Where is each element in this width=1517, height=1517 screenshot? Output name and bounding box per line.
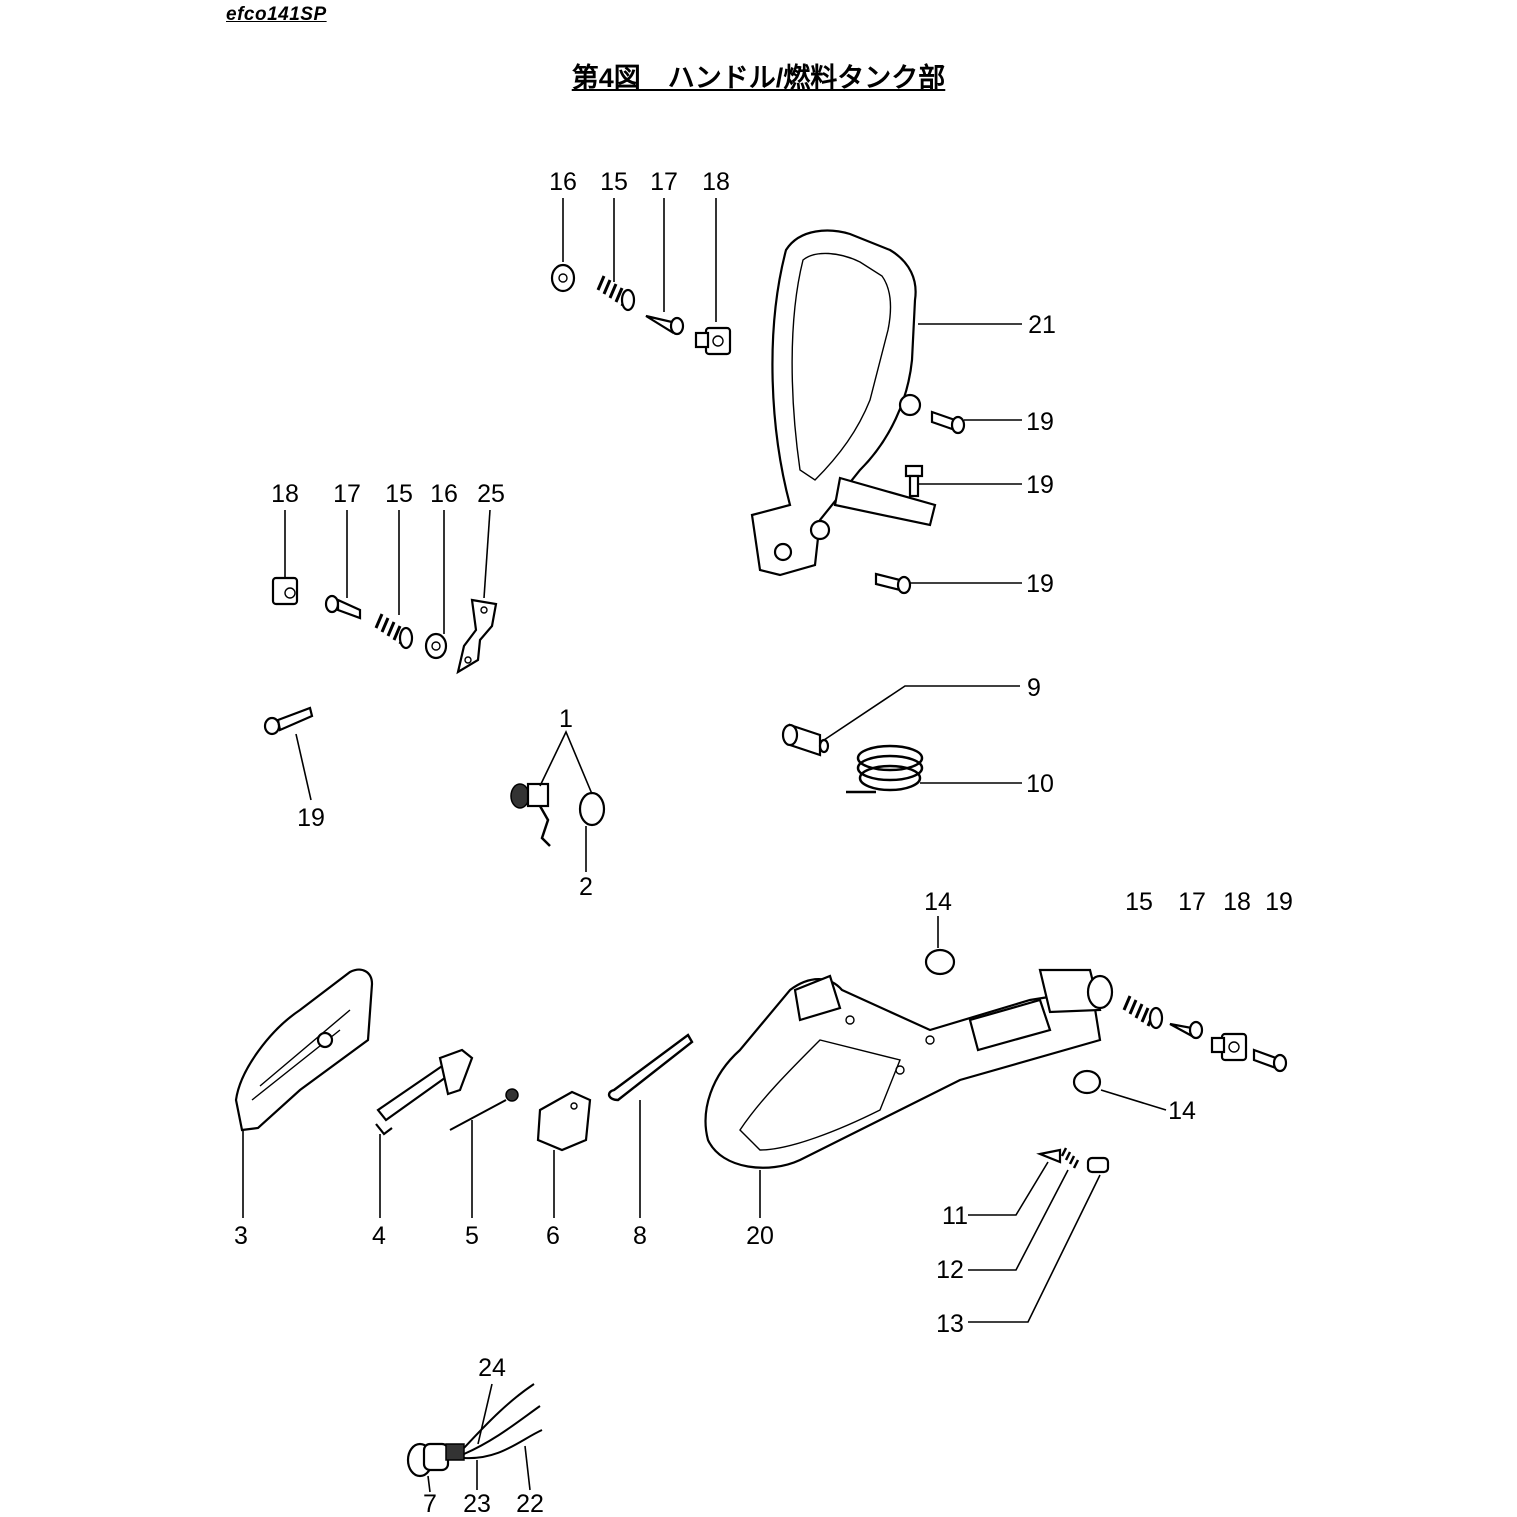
callout-5: 5 [465, 1222, 479, 1250]
callout-4: 4 [372, 1222, 386, 1250]
callout-20: 20 [746, 1222, 774, 1250]
model-label: efco141SP [226, 4, 327, 25]
callout-18-left: 18 [271, 480, 299, 508]
callout-15-left: 15 [385, 480, 413, 508]
callout-7: 7 [423, 1490, 437, 1517]
part-17-screw-right [1169, 1020, 1204, 1040]
part-10-spring [846, 744, 924, 794]
part-14-grommet-top [924, 948, 956, 976]
part-8-wire-spring [607, 1033, 694, 1102]
callout-11: 11 [942, 1202, 968, 1230]
part-17-screw-left [324, 594, 362, 620]
part-15-spring-left [374, 613, 414, 650]
part-23-sleeve [445, 1443, 465, 1461]
part-11-pin [1036, 1148, 1062, 1164]
callout-15-top: 15 [600, 168, 628, 196]
callout-9: 9 [1027, 674, 1041, 702]
part-12-small-spring [1060, 1147, 1080, 1169]
callout-17-top: 17 [650, 168, 678, 196]
callout-13: 13 [936, 1310, 964, 1338]
part-13-cap [1086, 1156, 1110, 1174]
callout-1: 1 [559, 705, 573, 733]
part-19-bolt-a [930, 410, 966, 435]
callout-14-right: 14 [1168, 1097, 1196, 1125]
diagram-title: 第4図 ハンドル/燃料タンク部 [571, 63, 946, 93]
part-16-washer-top [550, 263, 576, 293]
part-19-screw-left [263, 706, 314, 736]
part-16-washer-left [424, 632, 448, 660]
part-7-bulb [406, 1442, 450, 1478]
part-15-spring-top [596, 275, 636, 312]
part-9-bushing [781, 723, 830, 757]
part-18-nut-left [271, 576, 299, 606]
callout-6: 6 [546, 1222, 560, 1250]
part-19-bolt-right [1252, 1048, 1288, 1073]
callout-2: 2 [579, 873, 593, 901]
part-6-lock-plate [536, 1090, 592, 1152]
callout-14-top: 14 [924, 888, 952, 916]
part-25-plate [456, 598, 498, 675]
part-18-nut-right [1210, 1032, 1248, 1062]
callout-19-left: 19 [297, 804, 325, 832]
callout-18-top: 18 [702, 168, 730, 196]
callout-19-a: 19 [1026, 408, 1054, 436]
callout-10: 10 [1026, 770, 1054, 798]
part-19-bolt-c [874, 572, 912, 595]
part-3-rear-handle-cover [234, 968, 374, 1132]
part-17-screw-top [645, 314, 685, 336]
part-20-rear-handle-tank [704, 968, 1114, 1169]
callout-21: 21 [1028, 311, 1056, 339]
part-18-nut-top [694, 326, 732, 356]
callout-23: 23 [463, 1490, 491, 1517]
part-21-front-handle [750, 229, 937, 577]
callout-25: 25 [477, 480, 505, 508]
part-24-22-wires [463, 1383, 543, 1460]
callout-3: 3 [234, 1222, 248, 1250]
part-4-trigger [375, 1048, 474, 1136]
callout-18-right: 18 [1223, 888, 1251, 916]
callout-19-b: 19 [1026, 471, 1054, 499]
leader-lines [242, 198, 1167, 1493]
part-15-spring-right [1122, 995, 1164, 1030]
callout-19-c: 19 [1026, 570, 1054, 598]
part-19-bolt-b [904, 464, 924, 498]
callout-16-top: 16 [549, 168, 577, 196]
callout-17-left: 17 [333, 480, 361, 508]
part-2-o-ring [578, 791, 606, 827]
callout-15-right: 15 [1125, 888, 1153, 916]
callout-12: 12 [936, 1256, 964, 1284]
part-14-grommet-right [1072, 1069, 1102, 1095]
callout-19-right: 19 [1265, 888, 1293, 916]
callout-16-left: 16 [430, 480, 458, 508]
callout-22: 22 [516, 1490, 544, 1517]
callout-numbers: 16 15 17 18 21 19 19 18 17 15 16 25 19 1… [234, 168, 1293, 1517]
callout-24: 24 [478, 1354, 506, 1382]
callout-17-right: 17 [1178, 888, 1206, 916]
part-5-spring-rod [449, 1088, 519, 1131]
part-1-switch [510, 782, 551, 847]
callout-8: 8 [633, 1222, 647, 1250]
